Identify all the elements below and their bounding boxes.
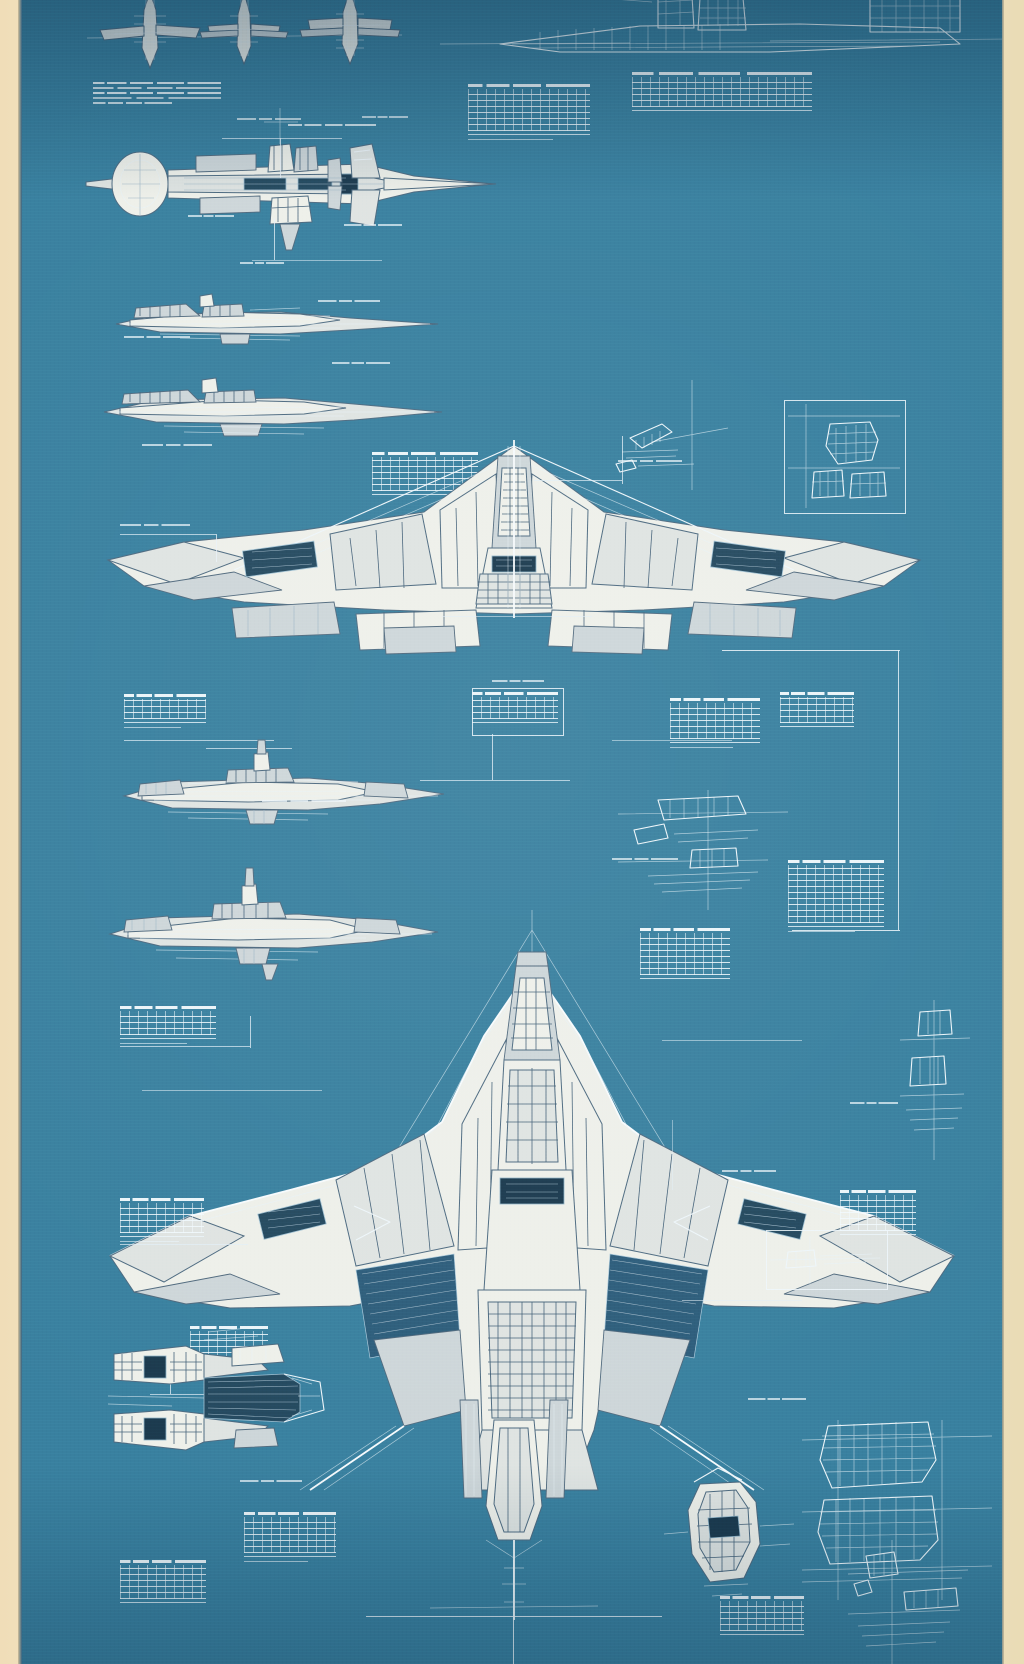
centerline-vertical	[513, 1560, 514, 1664]
right-margin-rule-top	[722, 650, 900, 651]
spec-label-destroyer-a	[318, 300, 380, 305]
right-margin-rule	[898, 650, 899, 930]
deck-section-detail	[801, 1420, 993, 1600]
center-frame-stem	[492, 734, 493, 780]
grid-panel-right-b	[788, 860, 884, 932]
micro-label-3	[748, 1398, 806, 1403]
callout-label-c	[288, 124, 376, 129]
right-detail-frame	[766, 1230, 888, 1290]
micro-label-1	[612, 858, 678, 863]
leader-lower-left	[120, 1046, 250, 1047]
rule-c	[662, 1040, 802, 1041]
leader-mid-left-2	[206, 748, 292, 749]
nacelle-detail-assembly	[107, 1327, 325, 1451]
spec-table-lower-left	[120, 1006, 216, 1044]
rule-a	[442, 616, 592, 617]
center-frame-rail	[420, 780, 570, 781]
center-detail-frame	[472, 688, 564, 736]
leader-line-top	[222, 138, 342, 139]
framed-detail-inset	[784, 400, 906, 514]
micro-label-7	[124, 336, 190, 341]
grid-panel-right-c	[640, 928, 730, 979]
grid-panel-center-lower	[472, 692, 558, 723]
grid-panel-right-d	[840, 1190, 916, 1235]
leader-main1-right-v	[622, 436, 623, 484]
rule-g	[672, 1120, 673, 1190]
border-edge-right	[1000, 0, 1004, 1664]
hull-cutaway-profile	[439, 0, 1002, 53]
leader-mid-left	[124, 740, 274, 741]
callout-label-f	[240, 262, 284, 267]
sensor-pod-detail	[663, 1467, 795, 1597]
cruiser-side-elevation-d	[108, 867, 439, 981]
grid-panel-upper-right	[468, 84, 590, 140]
border-edge-left	[18, 0, 22, 1664]
destroyer-side-elevation-a	[115, 293, 439, 345]
spec-label-cruiser-c	[262, 800, 346, 805]
spec-table-top-left	[93, 82, 221, 107]
right-detail-frame-contents	[769, 1236, 881, 1284]
callout-label-a	[237, 118, 301, 123]
leader-vert-top	[280, 138, 281, 178]
grid-panel-right-a	[670, 698, 760, 748]
spec-label-destroyer-a2	[332, 362, 390, 367]
grid-panel-upper-right-b	[632, 72, 812, 111]
micro-label-6	[850, 1102, 898, 1107]
micro-label-5	[492, 680, 544, 685]
rule-e	[682, 1300, 802, 1301]
mast-detail-right	[617, 790, 789, 910]
rule-b	[612, 740, 732, 741]
cruiser-plan-view	[85, 108, 497, 251]
framed-inset-contents	[788, 404, 900, 508]
antenna-detail-cluster	[615, 380, 729, 490]
leader-main1-right	[534, 480, 622, 481]
rule-d	[142, 1090, 322, 1091]
callout-label-b	[362, 116, 408, 121]
leader-bottom-left	[120, 1244, 248, 1245]
blueprint-field	[22, 0, 1002, 1664]
grid-panel-bottom-far-left	[120, 1560, 206, 1603]
leader-lower-left-v	[250, 1016, 251, 1048]
rule-f	[252, 260, 382, 261]
micro-label-4	[240, 1480, 302, 1485]
leader-main1-left-v	[216, 534, 217, 562]
nose-section-plan	[429, 1399, 599, 1620]
dorsal-mast-detail	[899, 1000, 971, 1160]
cruiser-side-elevation-c	[122, 739, 445, 825]
right-margin-rule-bottom	[792, 930, 900, 931]
spec-label-main1-left	[120, 524, 190, 529]
spec-table-bottom-left	[120, 1198, 204, 1242]
centerline-cross	[366, 1616, 662, 1617]
callout-label-g	[618, 460, 682, 465]
secondary-hull-plan-view	[108, 910, 956, 1491]
callout-label-e	[344, 224, 402, 229]
grid-panel-bottom-b	[244, 1512, 336, 1562]
destroyer-side-elevation-b	[103, 377, 443, 437]
leader-vert-top-b	[274, 218, 275, 260]
leader-main1-left	[120, 534, 216, 535]
leader-bottom-a2	[150, 1394, 234, 1395]
micro-label-2	[722, 1170, 776, 1175]
spec-label-destroyer-b	[142, 444, 212, 449]
top-view-icon-row	[86, 0, 403, 70]
primary-hull-plan-view	[106, 440, 922, 655]
callout-label-d	[188, 215, 234, 220]
grid-panel-bottom-c	[720, 1596, 804, 1635]
spec-table-mid-left	[124, 694, 206, 728]
grid-panel-mid-right	[780, 692, 854, 727]
antenna-cluster-bottom-right	[847, 1540, 969, 1664]
